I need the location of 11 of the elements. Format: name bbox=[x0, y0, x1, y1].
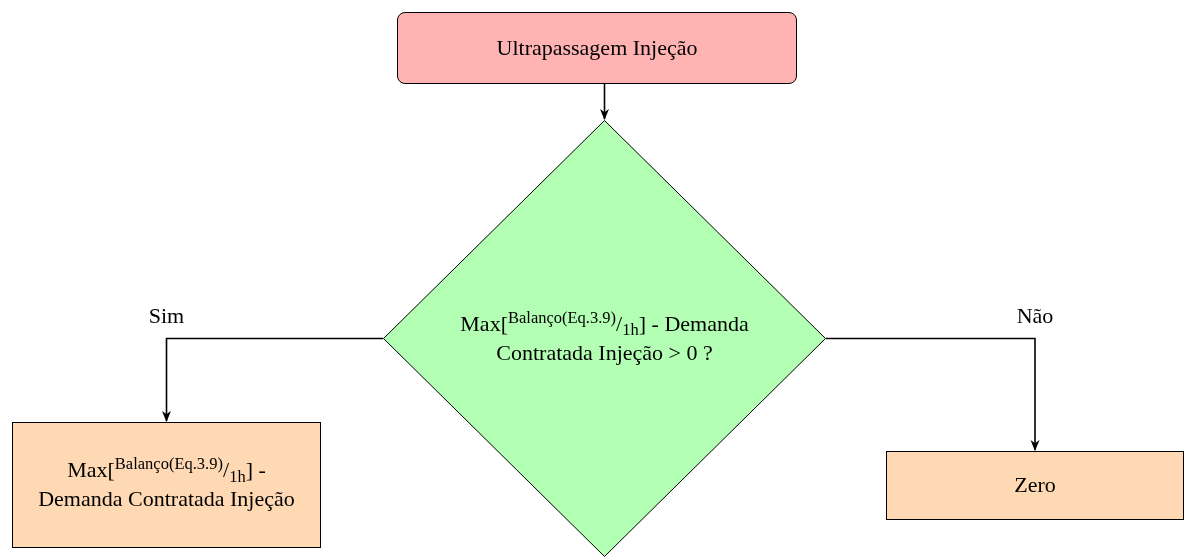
decision-diamond bbox=[383, 120, 826, 557]
process-box bbox=[12, 422, 321, 548]
arrow bbox=[162, 337, 384, 423]
node-text: Ultrapassagem Injeção bbox=[496, 33, 698, 62]
process-box bbox=[886, 451, 1184, 520]
node-text: Zero bbox=[1014, 471, 1056, 500]
arrow bbox=[825, 337, 1040, 452]
arrow bbox=[600, 83, 609, 121]
node-text: Max[$^{Balanço(Eq.3.9)}$/$_{1h}$] - Demanda Contratada Injeção bbox=[37, 456, 296, 513]
start-box bbox=[397, 12, 797, 84]
node-text: Max[$^{Balanço(Eq.3.9)}$/$_{1h}$] - Demanda Contratada Injeção > 0 ? bbox=[459, 309, 750, 367]
